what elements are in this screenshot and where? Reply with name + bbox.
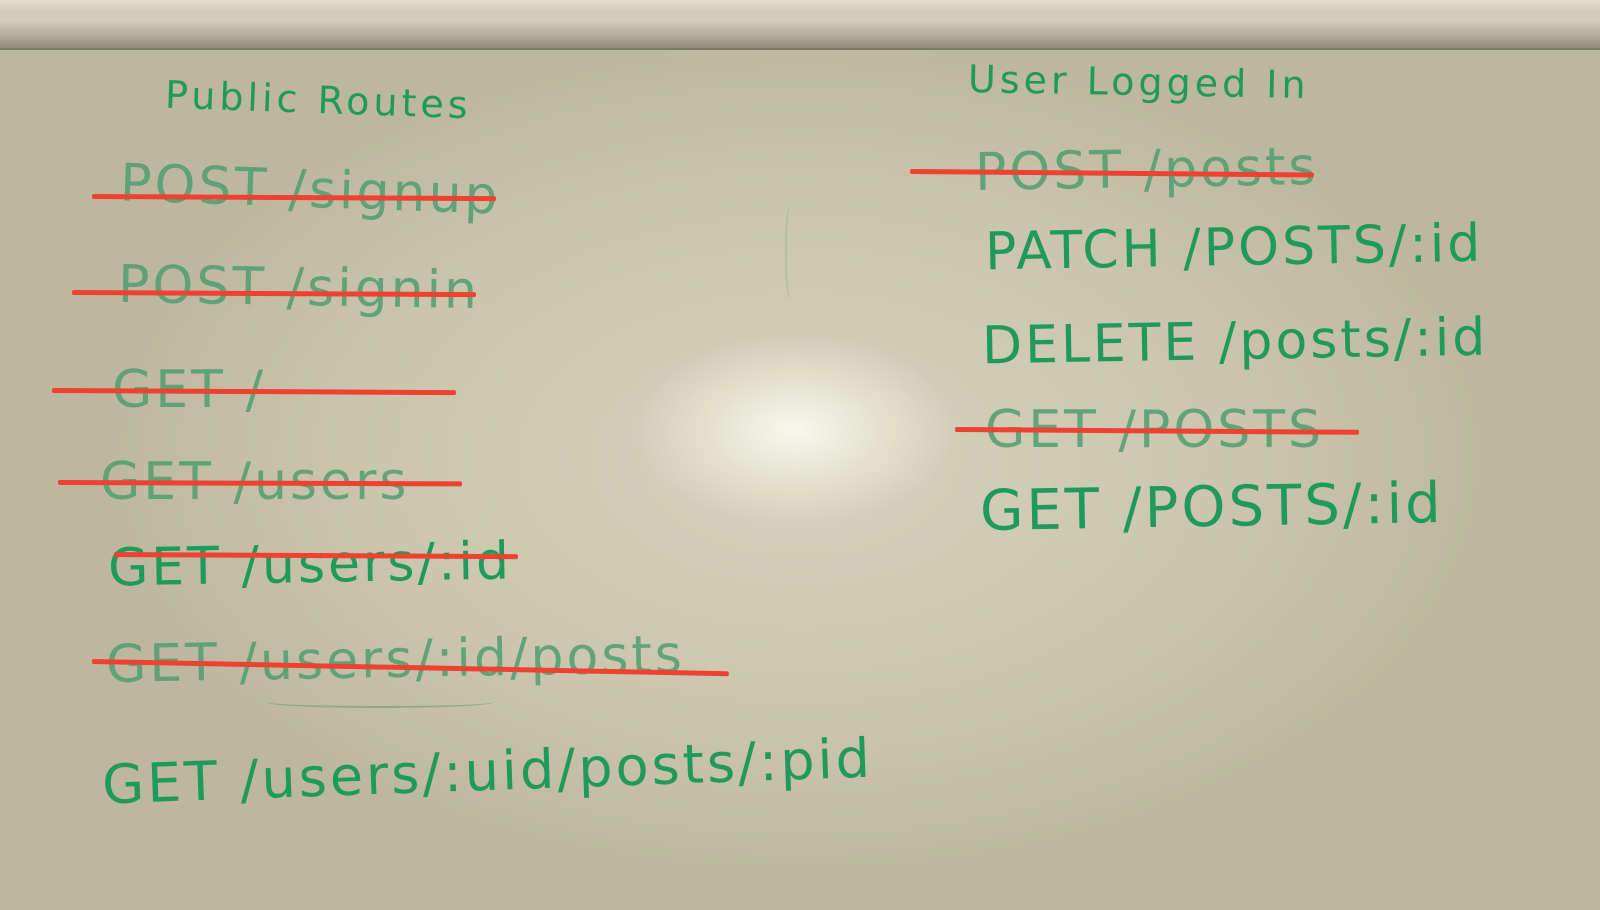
underline-smudge — [265, 696, 495, 708]
route-get-user-post-by-id: GET /users/:uid/posts/:pid — [101, 726, 874, 817]
ink-smudge — [785, 205, 801, 300]
route-post-signup: POST /signup — [119, 153, 502, 227]
route-post-signin: POST /signin — [117, 254, 481, 322]
route-get-user-by-id: GET /users/:id — [107, 531, 513, 599]
route-delete-post: DELETE /posts/:id — [981, 307, 1489, 377]
route-get-post-by-id: GET /POSTS/:id — [979, 470, 1445, 545]
user-logged-in-heading: User Logged In — [967, 57, 1310, 107]
public-routes-heading: Public Routes — [164, 72, 473, 128]
marker-tray — [0, 0, 1600, 50]
tray-lip — [0, 0, 1600, 14]
route-patch-post: PATCH /POSTS/:id — [984, 213, 1484, 283]
